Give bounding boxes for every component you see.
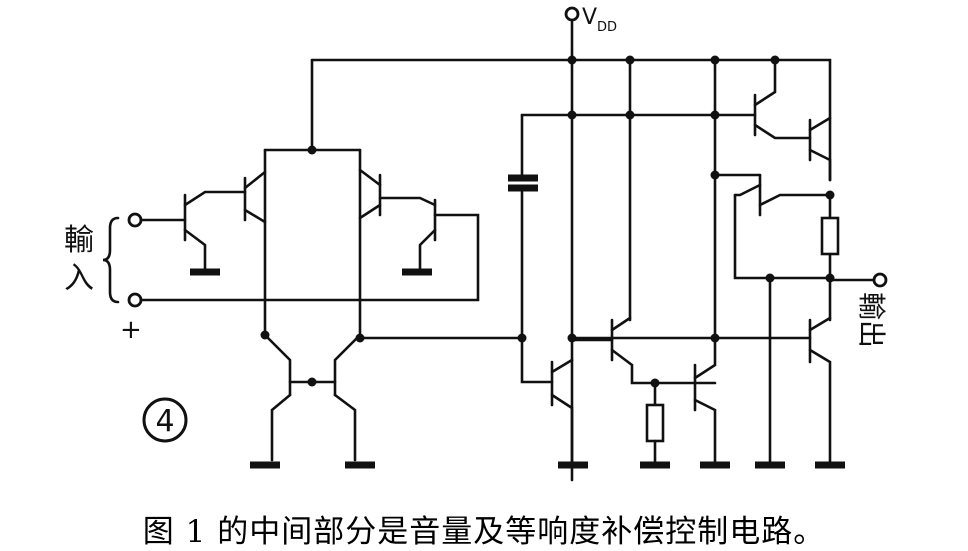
output-label: 輸出 xyxy=(855,292,888,348)
input-brace xyxy=(102,216,120,304)
supply-label: V xyxy=(582,5,597,30)
input-differential-stage xyxy=(140,168,524,469)
figure-caption: 图 1 的中间部分是音量及等响度补偿控制电路。 xyxy=(142,514,826,550)
circle-number: 4 xyxy=(155,404,174,439)
supply-terminal xyxy=(564,6,580,22)
junction-dots xyxy=(260,55,835,388)
circle-number-ring xyxy=(142,397,188,443)
supply-subscript: DD xyxy=(597,20,617,35)
output-terminal xyxy=(872,272,888,288)
supply-wiring xyxy=(263,20,832,482)
input-label-char-1: 輸 xyxy=(64,223,94,258)
input-terminal-plus xyxy=(127,292,143,308)
input-terminal-minus xyxy=(127,212,143,228)
plus-label: + xyxy=(120,315,142,345)
compensation-and-gain-stage xyxy=(508,113,757,469)
input-label-char-2: 入 xyxy=(64,261,94,296)
output-stage xyxy=(713,58,877,469)
